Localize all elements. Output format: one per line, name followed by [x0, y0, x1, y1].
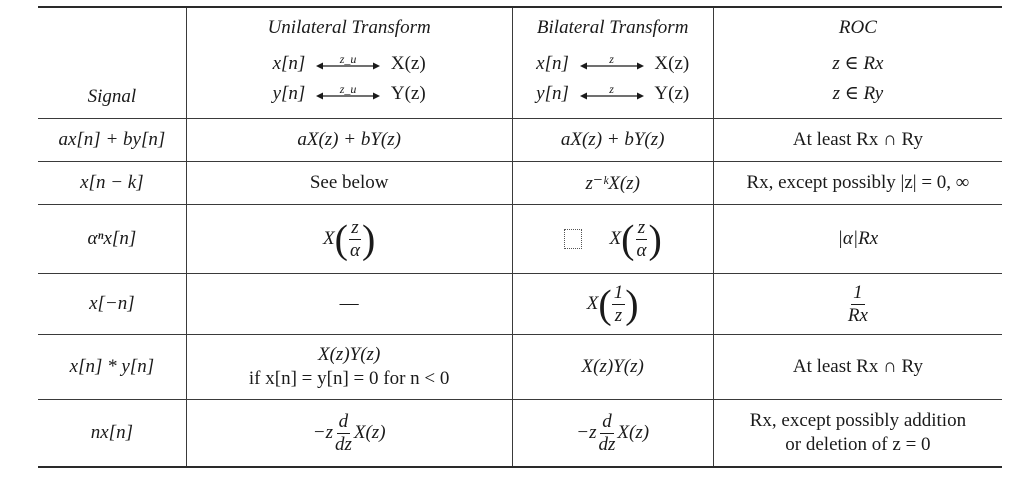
- double-arrow-icon: z: [579, 52, 644, 71]
- roc-x: z ∈ Rx: [832, 53, 884, 74]
- bilateral-cell: z⁻ᵏX(z): [511, 161, 714, 205]
- table-row: ax[n] + by[n] aX(z) + bY(z) aX(z) + bY(z…: [38, 118, 1002, 162]
- unilateral-pair-y: y[n] z_u Y(z): [272, 81, 426, 104]
- header-row: Signal Unilateral Transform x[n] z_u X(z…: [38, 6, 1002, 119]
- roc-cell: |α|Rx: [712, 204, 1002, 274]
- z-transform-properties-table: Signal Unilateral Transform x[n] z_u X(z…: [38, 6, 1002, 468]
- roc-y: z ∈ Ry: [832, 83, 884, 104]
- unilateral-cell: aX(z) + bY(z): [185, 118, 513, 162]
- roc-cell: At least Rx ∩ Ry: [712, 334, 1002, 400]
- bilateral-pair-x: x[n] z X(z): [536, 51, 690, 74]
- header-unilateral-title: Unilateral Transform: [267, 17, 431, 38]
- signal-cell: αⁿx[n]: [38, 204, 187, 274]
- signal-cell: nx[n]: [38, 399, 187, 468]
- header-signal: Signal: [87, 86, 137, 107]
- dotted-box-icon: [563, 229, 582, 249]
- bilateral-pair-y: y[n] z Y(z): [536, 81, 690, 104]
- unilateral-cell: X(z)Y(z) if x[n] = y[n] = 0 for n < 0: [185, 334, 513, 400]
- signal-cell: x[−n]: [38, 273, 187, 335]
- unilateral-cell: See below: [185, 161, 513, 205]
- header-bilateral-title: Bilateral Transform: [536, 17, 689, 38]
- header-roc-title: ROC: [838, 17, 877, 38]
- header-roc-cell: ROC z ∈ Rx z ∈ Ry: [712, 6, 1002, 119]
- roc-cell: Rx, except possibly addition or deletion…: [712, 399, 1002, 468]
- table-row: x[n − k] See below z⁻ᵏX(z) Rx, except po…: [38, 161, 1002, 205]
- signal-cell: ax[n] + by[n]: [38, 118, 187, 162]
- roc-cell: Rx, except possibly |z| = 0, ∞: [712, 161, 1002, 205]
- header-unilateral-cell: Unilateral Transform x[n] z_u X(z) y[n] …: [185, 6, 513, 119]
- table-row: x[n] * y[n] X(z)Y(z) if x[n] = y[n] = 0 …: [38, 334, 1002, 400]
- bilateral-cell: X(z)Y(z): [511, 334, 714, 400]
- bilateral-cell: aX(z) + bY(z): [511, 118, 714, 162]
- roc-cell: At least Rx ∩ Ry: [712, 118, 1002, 162]
- unilateral-pair-x: x[n] z_u X(z): [272, 51, 426, 74]
- double-arrow-icon: z_u: [316, 52, 381, 71]
- header-signal-cell: Signal: [38, 6, 187, 119]
- double-arrow-icon: z: [579, 82, 644, 101]
- signal-cell: x[n] * y[n]: [38, 334, 187, 400]
- signal-cell: x[n − k]: [38, 161, 187, 205]
- header-bilateral-cell: Bilateral Transform x[n] z X(z) y[n] z Y…: [511, 6, 714, 119]
- double-arrow-icon: z_u: [316, 82, 381, 101]
- unilateral-cell: —: [185, 273, 513, 335]
